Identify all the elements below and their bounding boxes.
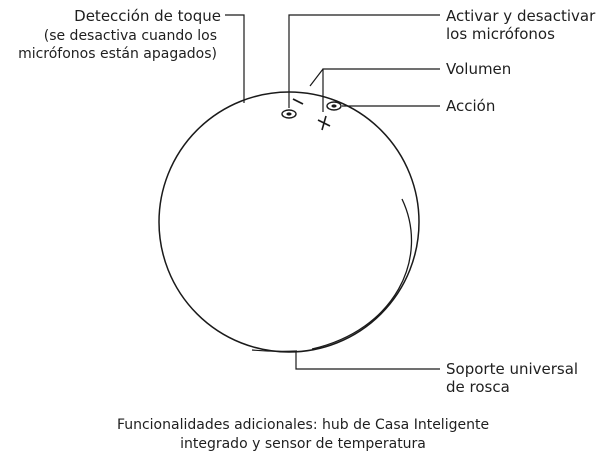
label-action: Acción: [446, 97, 495, 115]
label-touch-detection-note: (se desactiva cuando los micrófonos está…: [18, 27, 217, 63]
touch-detection-note-line2: micrófonos están apagados): [18, 46, 217, 62]
caption: Funcionalidades adicionales: hub de Casa…: [0, 416, 606, 454]
volume-down-icon: [292, 98, 304, 105]
mount-line1: Soporte universal: [446, 360, 579, 378]
leader-mount: [295, 352, 440, 370]
caption-line2: integrado y sensor de temperatura: [180, 436, 426, 452]
label-mic-toggle: Activar y desactivar los micrófonos: [446, 7, 595, 43]
sphere-shading: [311, 198, 413, 350]
label-touch-detection: Detección de toque: [74, 7, 221, 25]
caption-line1: Funcionalidades adicionales: hub de Casa…: [116, 417, 490, 433]
volume-up-icon: [317, 115, 331, 131]
leader-volume: [309, 68, 440, 112]
label-volume: Volumen: [446, 60, 511, 78]
volume-text: Volumen: [446, 60, 512, 78]
leader-touch-detection: [225, 14, 245, 103]
mic-toggle-line2: los micrófonos: [446, 25, 555, 43]
action-button-icon: [326, 101, 342, 111]
mount-base-line: [251, 349, 298, 352]
label-mount: Soporte universal de rosca: [446, 360, 578, 396]
action-text: Acción: [446, 97, 496, 115]
leader-mic-toggle: [288, 14, 440, 108]
touch-detection-note-line1: (se desactiva cuando los: [43, 28, 217, 44]
mic-toggle-line1: Activar y desactivar: [446, 7, 596, 25]
mount-line2: de rosca: [446, 378, 510, 396]
touch-detection-title: Detección de toque: [74, 7, 221, 25]
mic-button-icon: [281, 109, 297, 119]
